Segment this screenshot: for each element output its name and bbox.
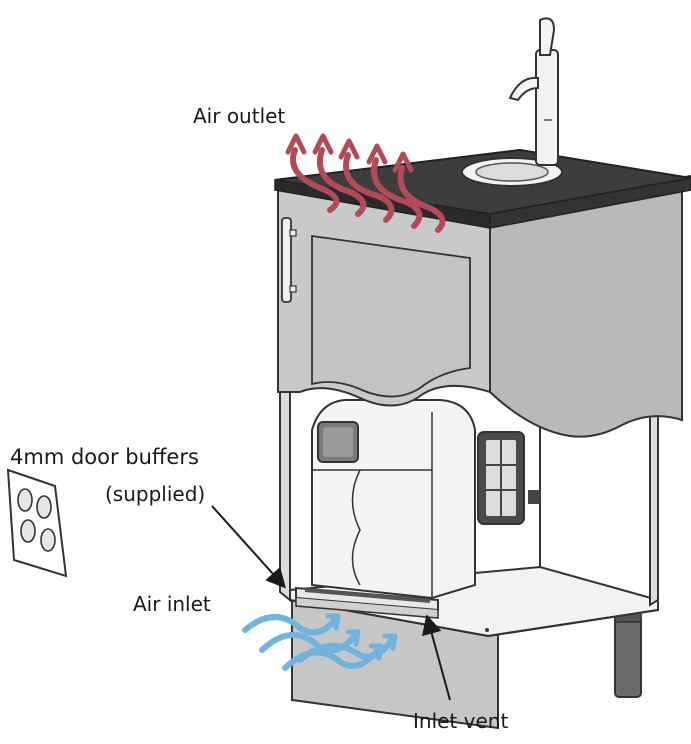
cabinet-leg bbox=[614, 611, 642, 698]
buffer-leader-arrow bbox=[211, 505, 287, 589]
inlet-vent-tray bbox=[295, 586, 439, 619]
inlet-vent-label: Inlet vent bbox=[413, 709, 509, 733]
inlet-vent-leader-arrow bbox=[422, 614, 451, 701]
air-inlet-label: Air inlet bbox=[133, 592, 211, 616]
door-buffers-label: 4mm door buffers bbox=[10, 445, 199, 469]
supplied-label: (supplied) bbox=[105, 482, 206, 506]
inlet-air-arrows bbox=[242, 613, 398, 671]
tap-icon bbox=[461, 17, 563, 187]
door-handle bbox=[281, 217, 297, 303]
outlet-air-arrows bbox=[285, 133, 446, 233]
appliance-unit bbox=[311, 399, 476, 600]
cabinet-open-frame bbox=[279, 379, 659, 607]
air-outlet-label: Air outlet bbox=[193, 104, 286, 128]
rear-vent-grille bbox=[477, 431, 540, 525]
door-buffer-pad-icon bbox=[6, 468, 68, 578]
cabinet-door-panel bbox=[311, 234, 471, 398]
